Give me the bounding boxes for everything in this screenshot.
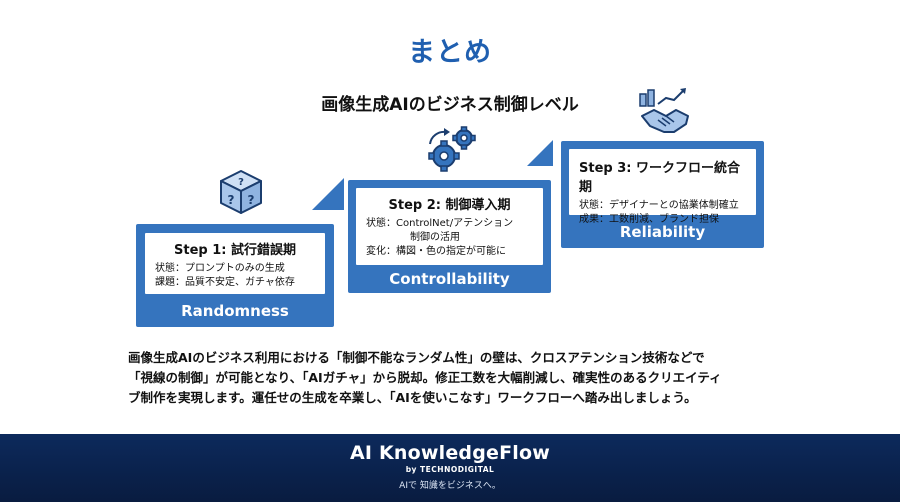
- step-2-box: Step 2: 制御導入期 状態：ControlNet/アテンション 制御の活用…: [348, 180, 551, 293]
- step-3-status: 状態：デザイナーとの協業体制確立: [579, 200, 739, 211]
- handshake-chart-icon: [639, 88, 689, 133]
- step-3-content: Step 3: ワークフロー統合期 状態：デザイナーとの協業体制確立 成果：工数…: [569, 149, 756, 225]
- step-2-content: Step 2: 制御導入期 状態：ControlNet/アテンション 制御の活用…: [356, 188, 543, 265]
- step-1-label: Randomness: [181, 302, 289, 320]
- step-1-issue: 課題：品質不安定、ガチャ依存: [155, 277, 295, 288]
- svg-text:?: ?: [248, 193, 255, 207]
- summary-paragraph: 画像生成AIのビジネス利用における「制御不能なランダム性」の壁は、クロスアテンシ…: [128, 348, 788, 408]
- question-cube-icon: ? ? ?: [220, 170, 262, 214]
- page-title: まとめ: [408, 37, 492, 68]
- step-connector-corner: [312, 178, 344, 210]
- step-1-status: 状態：プロンプトのみの生成: [155, 263, 285, 274]
- summary-line: 「視線の制御」が可能となり、「AIガチャ」から脱却。修正工数を大幅削減し、確実性…: [128, 370, 722, 385]
- step-3-heading: Step 3: ワークフロー統合期: [579, 161, 740, 195]
- summary-line: ブ制作を実現します。運任せの生成を卒業し、「AIを使いこなす」ワークフローへ踏み…: [128, 390, 697, 405]
- step-connector-corner: [527, 140, 553, 166]
- step-3-label: Reliability: [619, 223, 706, 241]
- step-2-change: 変化：構図・色の指定が可能に: [366, 246, 506, 257]
- gears-icon: [428, 126, 476, 172]
- step-1-heading: Step 1: 試行錯誤期: [174, 243, 296, 258]
- step-2-heading: Step 2: 制御導入期: [388, 198, 511, 213]
- step-1-box: Step 1: 試行錯誤期 状態：プロンプトのみの生成 課題：品質不安定、ガチャ…: [136, 224, 334, 327]
- footer-banner: AI KnowledgeFlow by TECHNODIGITAL AIで 知識…: [0, 434, 900, 502]
- step-2-status: 状態：ControlNet/アテンション: [366, 218, 514, 229]
- step-3-box: Step 3: ワークフロー統合期 状態：デザイナーとの協業体制確立 成果：工数…: [561, 141, 764, 248]
- footer-byline: by TECHNODIGITAL: [405, 465, 495, 474]
- diagram-subtitle: 画像生成AIのビジネス制御レベル: [321, 95, 579, 115]
- footer-brand: AI KnowledgeFlow: [349, 442, 551, 464]
- footer-tagline: AIで 知識をビジネスへ。: [399, 481, 501, 491]
- step-2-status-cont: 制御の活用: [410, 232, 460, 243]
- step-3-result: 成果：工数削減、ブランド担保: [579, 214, 719, 225]
- summary-line: 画像生成AIのビジネス利用における「制御不能なランダム性」の壁は、クロスアテンシ…: [128, 350, 705, 365]
- step-2-label: Controllability: [389, 270, 510, 288]
- svg-text:?: ?: [228, 193, 235, 207]
- step-1-content: Step 1: 試行錯誤期 状態：プロンプトのみの生成 課題：品質不安定、ガチャ…: [145, 233, 325, 294]
- svg-text:?: ?: [238, 177, 244, 188]
